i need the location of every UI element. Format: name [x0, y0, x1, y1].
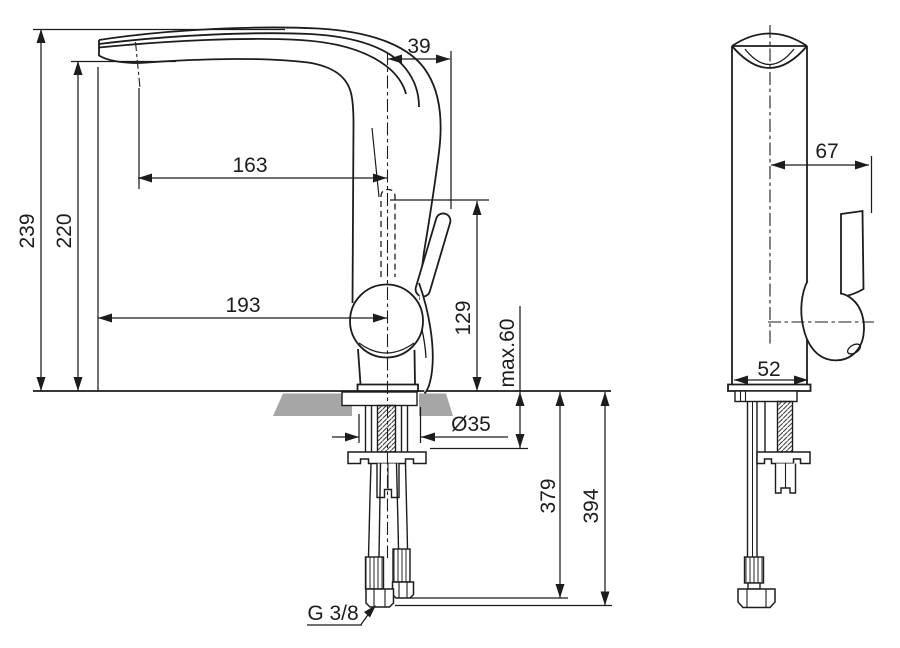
spout-crease-2 [98, 38, 407, 95]
side-base-flange [727, 383, 812, 392]
arrow-up [73, 61, 83, 75]
side-hose-nut [737, 588, 776, 609]
side-threaded-shank [776, 400, 794, 453]
arrow-down [36, 377, 46, 391]
arrow-left [771, 160, 785, 170]
spout-crease-1 [98, 32, 420, 108]
hose-long [378, 463, 382, 558]
dim-max-deck-label: max.60 [496, 319, 519, 388]
body-right-edge [413, 349, 416, 386]
arrow-up [472, 201, 482, 215]
dimension-arrowheads [36, 29, 869, 618]
arrow-left [421, 432, 435, 442]
arrow-up [36, 29, 46, 43]
spout-outlet-axis [134, 41, 141, 89]
side-hose-crimp [743, 556, 765, 584]
side-hose-step [747, 582, 761, 590]
handle-skirt-outer [418, 282, 434, 395]
arrow-up [515, 392, 525, 406]
arrow-left [734, 375, 748, 385]
handle-set-screw [846, 343, 862, 355]
dimension-lines [33, 25, 874, 626]
counter-section [33, 390, 611, 416]
side-view [727, 32, 865, 609]
arrow-down [555, 584, 565, 598]
dim-total-height-label: 239 [16, 213, 39, 248]
arrow-up [600, 392, 610, 406]
arrow-right [436, 54, 450, 64]
hose-long [367, 463, 372, 558]
spout-underside-edge [139, 58, 355, 304]
arrow-down [600, 591, 610, 606]
arrow-right [855, 160, 869, 170]
side-undercounter [734, 390, 811, 609]
counter-block-right [419, 393, 453, 416]
arrow-up [555, 392, 565, 406]
arrow-left [388, 54, 402, 64]
dim-total-reach-label: 193 [225, 294, 260, 317]
dim-hose-long-label: 394 [580, 488, 603, 523]
counter-block-left [273, 393, 352, 416]
dim-hose-short-label: 379 [537, 478, 560, 513]
arrow-leader [364, 605, 376, 618]
faucet-side-body [727, 32, 865, 392]
mounting-collar [341, 391, 418, 407]
arrow-right [345, 432, 359, 442]
dim-thread-label: G 3/8 [307, 602, 358, 625]
ball-joint [349, 283, 424, 359]
side-mounting-collar [734, 390, 798, 403]
arrow-down [515, 434, 525, 448]
threaded-shank [376, 404, 397, 453]
faucet-front-body [98, 26, 452, 395]
dim-handle-overhang-label: 39 [407, 35, 430, 58]
arrow-right [373, 313, 387, 323]
hose-short [395, 463, 400, 550]
hose-short-nut [391, 581, 415, 599]
hose-long-nut [365, 588, 395, 608]
front-undercounter [341, 391, 427, 608]
dim-spout-height-label: 220 [53, 213, 76, 248]
dim-hole-diameter-label: Ø35 [451, 413, 491, 436]
neck-crease [371, 127, 380, 198]
arrow-left [98, 313, 112, 323]
arrow-down [472, 377, 482, 391]
dimension-labels: 239 220 163 39 193 129 max.60 Ø35 379 39… [16, 35, 839, 625]
hose-short [404, 463, 409, 550]
front-view [33, 26, 611, 608]
arrow-down [73, 377, 83, 391]
side-mounting-bracket [756, 451, 811, 465]
dim-handle-reach-label: 67 [815, 140, 838, 163]
dim-upper-body-height-label: 129 [452, 300, 475, 335]
hose-short-crimp [392, 548, 411, 583]
dim-body-depth-label: 52 [757, 358, 780, 381]
spout-tip-face [98, 40, 141, 64]
dim-spout-reach-label: 163 [232, 154, 267, 177]
hose-long-crimp [364, 556, 385, 590]
side-spout-lens-inner [744, 48, 795, 65]
arrow-right [373, 173, 387, 183]
side-handle-bar [840, 209, 865, 299]
body-left-edge [357, 348, 362, 386]
arrow-left [138, 173, 152, 183]
arrow-right [794, 375, 808, 385]
ball-joint-inner-arc [358, 342, 415, 354]
spout-outer-edge [98, 26, 442, 301]
